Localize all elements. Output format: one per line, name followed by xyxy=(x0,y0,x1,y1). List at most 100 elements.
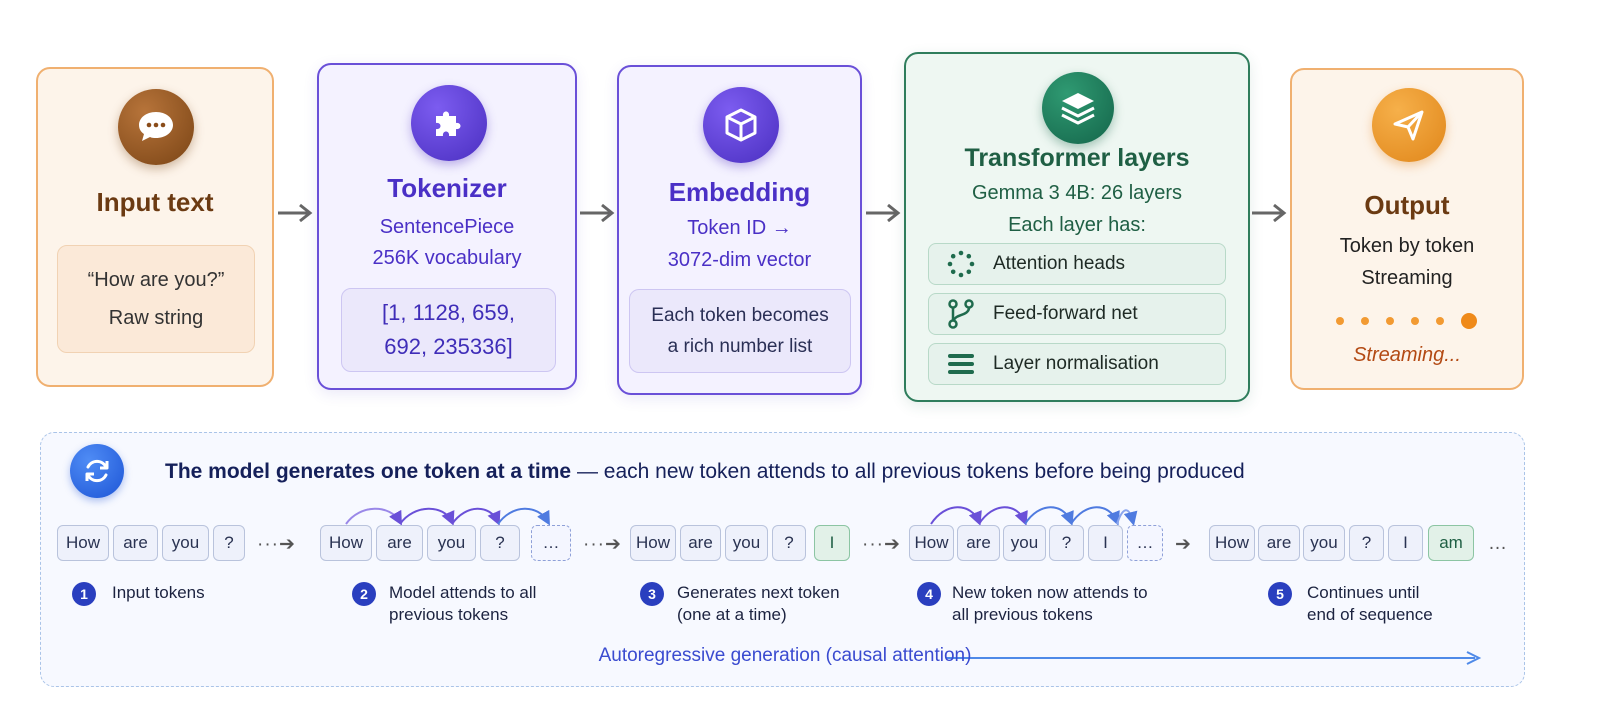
embedding-line2: 3072-dim vector xyxy=(667,249,812,271)
step-number: 1 xyxy=(72,582,96,606)
stream-dot xyxy=(1436,317,1444,325)
token: you xyxy=(1303,525,1345,561)
step-number: 4 xyxy=(917,582,941,606)
layer-item-normalisation: Layer normalisation xyxy=(928,343,1226,385)
input-title: Input text xyxy=(96,187,214,217)
embedding-desc-line1: Each token becomes xyxy=(651,305,829,326)
input-caption: Raw string xyxy=(108,307,204,329)
token: you xyxy=(162,525,209,561)
tokenizer-title: Tokenizer xyxy=(387,173,507,203)
refresh-cycle-icon xyxy=(70,444,124,498)
embedding-title: Embedding xyxy=(668,177,811,207)
sequence-arrow: ···➔ xyxy=(257,534,296,555)
token: How xyxy=(630,525,676,561)
layer-item-feedforward: Feed-forward net xyxy=(928,293,1226,335)
arrow-input-to-tokenizer xyxy=(278,203,313,223)
sequence-arrow: ···➔ xyxy=(583,534,622,555)
stream-dot xyxy=(1336,317,1344,325)
chat-bubble-icon xyxy=(118,89,194,165)
token: you xyxy=(725,525,768,561)
arrow-transformer-to-output xyxy=(1252,203,1287,223)
streaming-dots xyxy=(1336,313,1477,329)
send-icon xyxy=(1372,88,1446,162)
step-number: 3 xyxy=(640,582,664,606)
token: you xyxy=(1003,525,1046,561)
token: How xyxy=(1209,525,1255,561)
token: are xyxy=(1258,525,1300,561)
token: I xyxy=(1388,525,1423,561)
transformer-line2: Each layer has: xyxy=(1008,214,1146,236)
token: How xyxy=(909,525,954,561)
step-line: Continues until xyxy=(1307,583,1420,602)
token: ? xyxy=(1049,525,1084,561)
headline-rest: — each new token attends to all previous… xyxy=(571,460,1245,483)
stream-dot xyxy=(1411,317,1419,325)
step-number: 2 xyxy=(352,582,376,606)
output-card: Output Token by token Streaming Streamin… xyxy=(1290,68,1524,390)
trailing-ellipsis: … xyxy=(1488,533,1508,554)
arrow-tokenizer-to-embedding xyxy=(580,203,615,223)
step-line: Model attends to all xyxy=(389,583,537,602)
token: ? xyxy=(1349,525,1384,561)
embedding-line1: Token ID → xyxy=(687,217,792,239)
token: are xyxy=(113,525,158,561)
embedding-card: Embedding Token ID → 3072-dim vector Eac… xyxy=(617,65,862,395)
arrow-embedding-to-transformer xyxy=(866,203,901,223)
output-title: Output xyxy=(1364,190,1450,220)
tokenizer-card: Tokenizer SentencePiece 256K vocabulary … xyxy=(317,63,577,390)
step-number: 5 xyxy=(1268,582,1292,606)
token-new: am xyxy=(1428,525,1474,561)
token: are xyxy=(680,525,721,561)
token: I xyxy=(1088,525,1123,561)
step-line: (one at a time) xyxy=(677,605,787,624)
token: ? xyxy=(772,525,806,561)
cube-icon xyxy=(703,87,779,163)
attention-arcs xyxy=(345,507,550,526)
layer-label: Attention heads xyxy=(993,253,1126,274)
output-line1: Token by token xyxy=(1339,235,1475,257)
embedding-desc-line2: a rich number list xyxy=(667,336,813,357)
input-quote: “How are you?” xyxy=(87,269,225,291)
token-ids-line2: 692, 235336] xyxy=(384,334,513,359)
token-placeholder: … xyxy=(531,525,571,561)
output-line2: Streaming xyxy=(1361,267,1453,289)
embedding-desc-box: Each token becomes a rich number list xyxy=(629,289,851,373)
layer-item-attention: Attention heads xyxy=(928,243,1226,285)
token-ids-line1: [1, 1128, 659, xyxy=(382,300,515,325)
output-status: Streaming... xyxy=(1353,344,1461,366)
tokenizer-line1: SentencePiece xyxy=(379,216,515,238)
step-text: Input tokens xyxy=(112,582,205,604)
step-line: Input tokens xyxy=(112,583,205,602)
layers-stack-icon xyxy=(1042,72,1114,144)
puzzle-piece-icon xyxy=(411,85,487,161)
stream-dot xyxy=(1386,317,1394,325)
stream-dot-active xyxy=(1461,313,1477,329)
step-line: all previous tokens xyxy=(952,605,1093,624)
panel-headline: The model generates one token at a time … xyxy=(165,460,1245,484)
raw-string-box: “How are you?” Raw string xyxy=(57,245,255,353)
input-text-card: Input text “How are you?” Raw string xyxy=(36,67,274,387)
attention-arcs xyxy=(930,506,1138,526)
sequence-arrow: ···➔ xyxy=(862,534,901,555)
step-text: Generates next token (one at a time) xyxy=(677,582,840,626)
layer-label: Layer normalisation xyxy=(993,353,1159,374)
headline-bold: The model generates one token at a time xyxy=(165,460,572,483)
tokenizer-line2: 256K vocabulary xyxy=(372,247,522,269)
token: ? xyxy=(213,525,245,561)
transformer-title: Transformer layers xyxy=(964,144,1190,172)
token-placeholder: … xyxy=(1127,525,1163,561)
lines-icon xyxy=(929,352,993,376)
step-line: Generates next token xyxy=(677,583,840,602)
token: are xyxy=(376,525,423,561)
step-line: end of sequence xyxy=(1307,605,1433,624)
transformer-line1: Gemma 3 4B: 26 layers xyxy=(971,182,1183,204)
stream-dot xyxy=(1361,317,1369,325)
step-line: previous tokens xyxy=(389,605,509,624)
autoregressive-arrow xyxy=(72,651,1482,665)
token: are xyxy=(957,525,1000,561)
autoregressive-label: Autoregressive generation (causal attent… xyxy=(598,645,972,666)
branch-network-icon xyxy=(929,299,993,329)
sequence-arrow: ➔ xyxy=(1175,534,1192,555)
token: you xyxy=(427,525,476,561)
